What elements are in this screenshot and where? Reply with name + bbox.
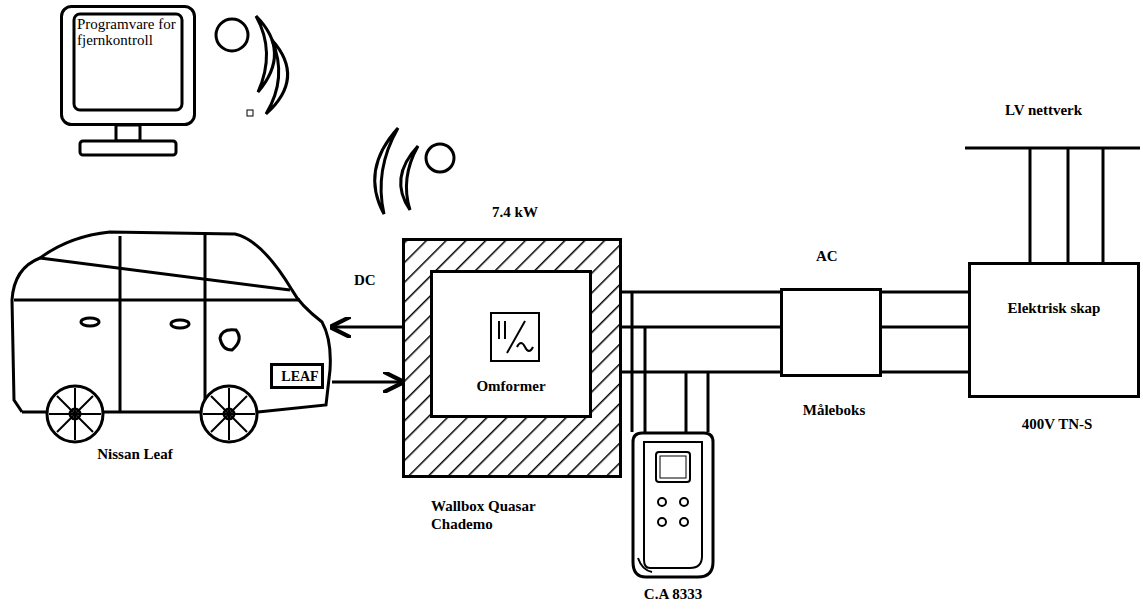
wire: [882, 326, 968, 329]
node-text: 400V TN-S: [971, 415, 1143, 433]
node-text: LEAF: [273, 369, 327, 386]
node-text: Omformer: [433, 377, 589, 395]
wire: [882, 291, 968, 294]
wire: [332, 326, 402, 329]
wire: [622, 371, 780, 374]
node-text: C.A 8333: [618, 585, 728, 603]
wire-label: AC: [816, 248, 838, 265]
node-text: Wallbox Quasar Chademo: [431, 497, 581, 533]
wire: [882, 371, 968, 374]
monitor: Programvare for fjernkontroll: [60, 5, 196, 157]
connector: [332, 382, 402, 383]
meter-leads: [632, 292, 708, 432]
wire: [332, 381, 402, 384]
wire: [622, 291, 780, 294]
meter-box: Måleboks: [780, 288, 882, 377]
converter-box: Omformer: [430, 270, 592, 418]
node-text: Programvare for fjernkontroll: [77, 17, 181, 49]
wire-label: DC: [354, 272, 376, 289]
wireless-symbol: [375, 128, 454, 214]
node-text: Måleboks: [773, 401, 895, 419]
connector: [332, 327, 402, 328]
connector: [622, 292, 780, 372]
node-text: Elektrisk skap: [971, 299, 1137, 317]
wallbox-housing: 7.4 kWWallbox Quasar ChademoOmformer: [402, 238, 622, 478]
node-text: 7.4 kW: [445, 203, 585, 221]
leaf-badge: LEAF: [270, 363, 324, 389]
node-text: Nissan Leaf: [70, 445, 200, 463]
wireless-symbol: [216, 16, 288, 116]
lv-bus: [965, 148, 1140, 262]
power-analyzer-outline: [630, 430, 716, 580]
car-illustration-outline: [0, 215, 332, 470]
power-analyzer: C.A 8333: [630, 430, 716, 580]
car-illustration: Nissan Leaf LEAF: [0, 215, 332, 470]
connector: [882, 292, 968, 372]
wire-label: LV nettverk: [1005, 102, 1082, 119]
electrical-cabinet: Elektrisk skap400V TN-S: [968, 262, 1140, 398]
wire: [622, 326, 780, 329]
